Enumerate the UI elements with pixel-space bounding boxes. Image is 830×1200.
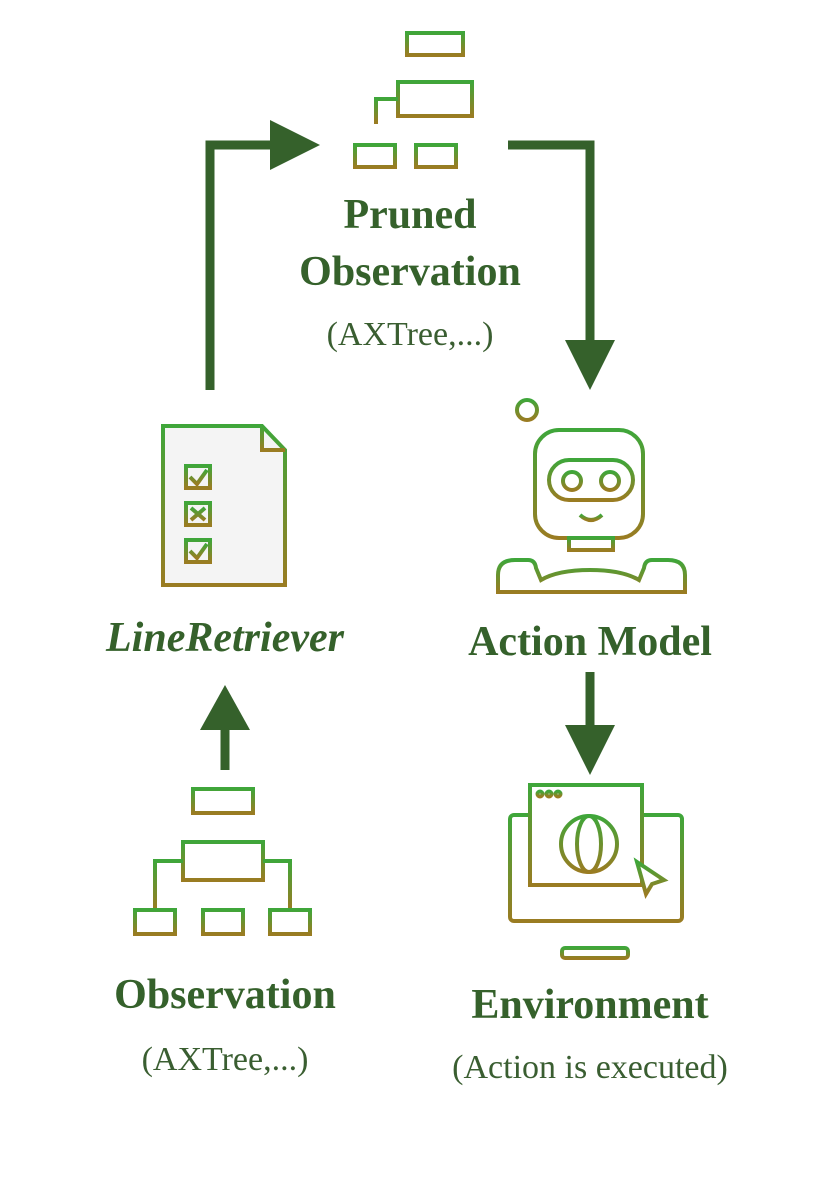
observation-subtitle: (AXTree,...) — [141, 1041, 309, 1078]
tree-hierarchy-icon — [353, 31, 492, 169]
observation-title: Observation — [114, 972, 336, 1018]
robot-icon — [496, 398, 687, 594]
monitor-globe-icon — [508, 783, 684, 960]
arrowhead-to-action-model — [565, 340, 615, 390]
pruned-observation-subtitle: (AXTree,...) — [326, 316, 494, 353]
pruned-observation-title-line1: Pruned — [343, 192, 477, 238]
arrow-pruned-to-action-model — [508, 140, 595, 345]
arrow-retriever-to-pruned — [205, 140, 280, 390]
action-model-title: Action Model — [468, 619, 712, 665]
environment-subtitle: (Action is executed) — [452, 1049, 728, 1086]
environment-title: Environment — [471, 982, 709, 1028]
arrowhead-to-pruned — [270, 120, 320, 170]
arrowhead-to-retriever — [200, 685, 250, 730]
tree-hierarchy-icon — [133, 787, 312, 936]
arrowhead-to-environment — [565, 725, 615, 775]
line-retriever-title: LineRetriever — [106, 615, 344, 661]
pruned-observation-title-line2: Observation — [299, 249, 521, 295]
checklist-document-icon — [161, 424, 287, 587]
